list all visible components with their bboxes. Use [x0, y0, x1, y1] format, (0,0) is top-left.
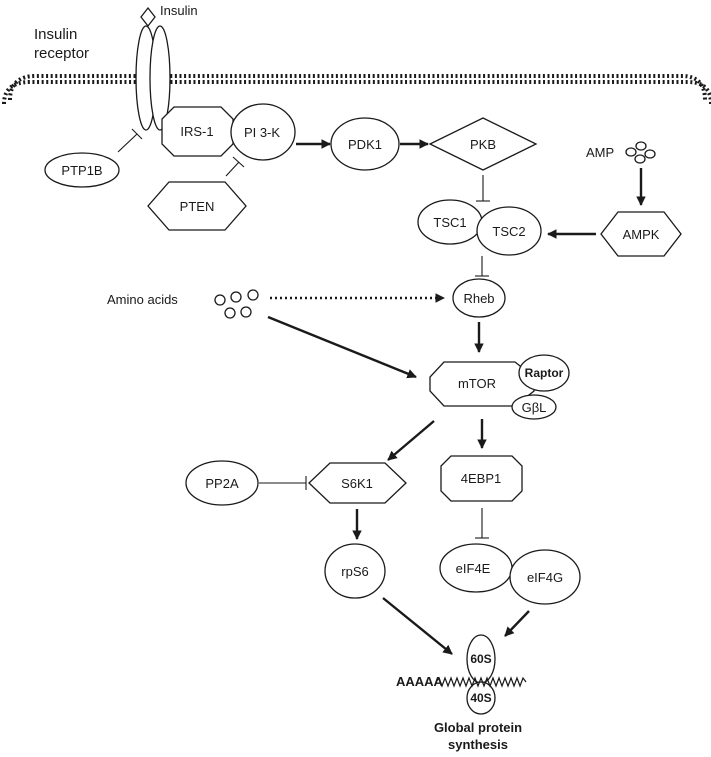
4ebp1-node	[440, 455, 523, 502]
global-protein-synthesis-label-2: synthesis	[448, 737, 508, 752]
amp-label: AMP	[586, 145, 614, 160]
raptor-node	[518, 354, 570, 392]
insulin-diamond-icon	[140, 6, 156, 28]
pkb-label: PKB	[470, 137, 496, 152]
pten-inhibits-pi3k	[225, 156, 245, 177]
eif4g-node	[509, 549, 581, 605]
pdk1-node	[330, 117, 400, 171]
pten-node	[147, 181, 247, 231]
eif4g-label: eIF4G	[527, 570, 563, 585]
ptp1b-inhibits-receptor	[117, 128, 143, 153]
gbl-label: GβL	[522, 400, 547, 415]
60s-label: 60S	[470, 652, 491, 666]
ampk-label: AMPK	[623, 227, 660, 242]
rheb-label: Rheb	[463, 291, 494, 306]
4ebp1-label: 4EBP1	[461, 471, 501, 486]
pp2a-label: PP2A	[205, 476, 239, 491]
amino-acids-label: Amino acids	[107, 292, 178, 307]
pi3k-label: PI 3-K	[244, 125, 280, 140]
pdk1-label: PDK1	[348, 137, 382, 152]
mtor-label: mTOR	[458, 376, 496, 391]
ribosome-icon	[435, 634, 527, 715]
ptp1b-node	[44, 152, 120, 188]
rheb-node	[452, 278, 506, 318]
pten-label: PTEN	[180, 199, 215, 214]
eif4e-label: eIF4E	[456, 561, 491, 576]
s6k1-node	[308, 462, 407, 504]
40s-label: 40S	[470, 691, 491, 705]
ampk-node	[600, 211, 682, 257]
tsc2-label: TSC2	[492, 224, 525, 239]
amino-acid-molecules-icon	[214, 289, 259, 319]
pkb-node	[428, 117, 538, 171]
tsc1-label: TSC1	[433, 215, 466, 230]
global-protein-synthesis-label: Global protein	[434, 720, 522, 735]
arrow-mtor-to-s6k1	[387, 420, 435, 461]
insulin-receptor-label: Insulin	[34, 26, 77, 43]
tsc-inhibits-rheb	[475, 256, 489, 277]
ptp1b-label: PTP1B	[61, 163, 102, 178]
arrow-eif4g-to-ribosome	[504, 610, 530, 637]
rps6-label: rpS6	[341, 564, 368, 579]
arrow-amino-acids-to-mtor	[267, 315, 417, 379]
4ebp1-inhibits-eif4e	[475, 508, 489, 539]
polya-tail-label: AAAAA	[396, 674, 444, 689]
cell-membrane	[2, 74, 711, 105]
insulin-receptor	[135, 25, 171, 131]
pp2a-node	[185, 460, 259, 506]
arrow-rps6-to-ribosome	[382, 597, 453, 655]
pp2a-inhibits-s6k1	[259, 476, 307, 490]
gbl-node	[511, 394, 557, 420]
pkb-inhibits-tsc	[476, 175, 490, 202]
pi3k-node	[230, 103, 296, 161]
rps6-node	[324, 543, 386, 599]
amp-molecules-icon	[625, 141, 656, 164]
s6k1-label: S6K1	[341, 476, 373, 491]
raptor-label: Raptor	[525, 366, 564, 380]
insulin-label: Insulin	[160, 3, 198, 18]
irs1-node	[161, 106, 234, 157]
irs1-label: IRS-1	[180, 124, 213, 139]
tsc2-node	[476, 206, 542, 256]
insulin-receptor-label-2: receptor	[34, 45, 89, 62]
